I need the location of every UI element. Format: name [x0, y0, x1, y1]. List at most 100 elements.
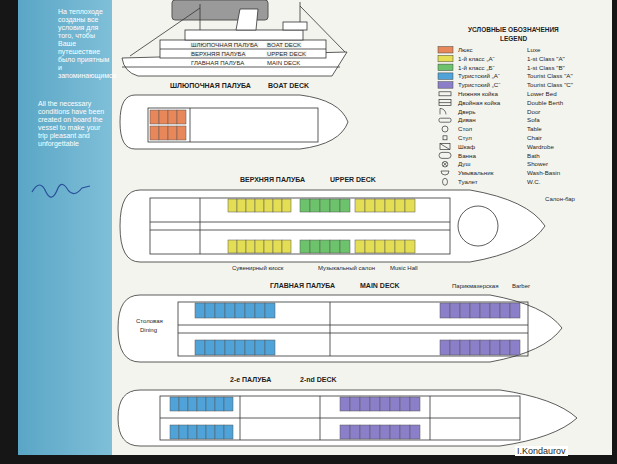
legend-symbol	[439, 100, 451, 106]
cabin-cell	[255, 199, 264, 212]
deck-name: UPPER DECK	[266, 51, 307, 57]
legend-text-en: Table	[527, 125, 542, 132]
legend-text-ru: Дверь	[458, 108, 476, 115]
intro-ru: На теплоходе созданы все условия для тог…	[58, 8, 112, 80]
legend-swatch	[438, 47, 453, 54]
cabin-cell	[245, 303, 255, 318]
deck-heading: ВЕРХНЯЯ ПАЛУБА	[240, 176, 305, 184]
legend-symbol	[439, 152, 451, 158]
cabin-cell	[245, 340, 255, 355]
cabin-cell	[330, 199, 340, 212]
cabin-cell	[340, 199, 350, 212]
cabin-cell	[282, 199, 291, 212]
cabin-cell	[360, 425, 370, 439]
legend-text-ru: Шкаф	[458, 143, 475, 150]
cabin-cell	[228, 199, 237, 212]
paper	[18, 0, 612, 455]
deck-heading: UPPER DECK	[330, 176, 376, 184]
cabin-cell	[380, 425, 390, 439]
room-label: Barber	[512, 283, 530, 290]
cabin-cell	[195, 340, 205, 355]
legend-text-en: Sofa	[527, 116, 540, 123]
cabin-cell	[365, 240, 375, 253]
cabin-cell	[265, 303, 275, 318]
cabin-cell	[188, 397, 197, 411]
deck-heading: 2-nd DECK	[300, 376, 337, 384]
legend-text-ru: Туристский „А“	[458, 72, 500, 79]
legend-symbol	[440, 144, 450, 150]
legend-swatch	[438, 73, 453, 80]
cabin-cell	[330, 240, 340, 253]
cabin-cell	[440, 303, 450, 318]
cabin-cell	[215, 340, 225, 355]
cabin-cell	[159, 126, 168, 140]
room-label: Столовая	[136, 318, 163, 325]
cabin-cell	[273, 240, 282, 253]
bed-symbol	[439, 92, 451, 96]
berth-symbol	[439, 100, 451, 106]
legend-text-ru: Люкс	[458, 46, 473, 53]
cabin-cell	[255, 240, 264, 253]
signature	[32, 184, 90, 197]
cabin-cell	[340, 425, 350, 439]
cabin-cell	[500, 303, 510, 318]
cabin-cell	[300, 199, 310, 212]
cabin-cell	[235, 303, 245, 318]
cabin-cell	[179, 425, 188, 439]
cabin-cell	[168, 126, 177, 140]
cabin-cell	[320, 240, 330, 253]
legend-text-en: Double Berth	[527, 99, 563, 106]
cabin-cell	[168, 110, 177, 124]
cabin-cell	[450, 303, 460, 318]
cabin-cell	[320, 199, 330, 212]
legend-text-en: Wardrobe	[527, 143, 554, 150]
cabin-cell	[375, 240, 385, 253]
wardrobe-symbol	[440, 144, 450, 150]
legend-swatch	[438, 64, 453, 71]
legend-text-en: Shower	[527, 160, 548, 167]
deck-name: BOAT DECK	[266, 42, 302, 48]
shower-symbol	[442, 161, 448, 167]
cabin-cell	[264, 240, 273, 253]
cabin-cell	[370, 397, 380, 411]
cabin-cell	[150, 110, 159, 124]
cabin-cell	[380, 397, 390, 411]
cabin-cell	[365, 199, 375, 212]
legend-text-en: 1-st Class "A"	[527, 55, 565, 62]
cabin-cell	[480, 340, 490, 355]
deck-heading: BOAT DECK	[268, 82, 309, 90]
legend-symbol	[440, 108, 446, 114]
cabin-cell	[450, 340, 460, 355]
sofa-symbol	[439, 118, 451, 122]
cabin-cell	[310, 199, 320, 212]
cabin-cell	[510, 340, 520, 355]
intro-en: All the necessary conditions have been c…	[38, 100, 110, 148]
legend-text-ru: 1-й класс „А“	[458, 55, 495, 62]
cabin-cell	[340, 397, 350, 411]
room-label: Music Hall	[390, 265, 418, 272]
cabin-cell	[510, 303, 520, 318]
berth-symbol	[439, 102, 451, 103]
cabin-cell	[470, 303, 480, 318]
cabin-cell	[237, 199, 246, 212]
legend-text-ru: Нижняя койка	[458, 90, 498, 97]
cabin-cell	[188, 425, 197, 439]
cabin-cell	[490, 340, 500, 355]
legend-text-ru: Ванна	[458, 152, 476, 159]
cabin-cell	[215, 303, 225, 318]
cabin-cell	[195, 303, 205, 318]
legend-text-en: Luxe	[527, 46, 540, 53]
cabin-cell	[385, 240, 395, 253]
cabin-cell	[282, 240, 291, 253]
cabin-cell	[206, 397, 215, 411]
cabin-cell	[390, 397, 400, 411]
legend-symbol	[439, 92, 451, 96]
cabin-cell	[205, 340, 215, 355]
room-label: Сувенирный киоск	[232, 265, 283, 272]
legend-text-ru: Стул	[458, 134, 472, 141]
bath-symbol	[439, 152, 451, 158]
legend-text-ru: Умывальник	[458, 169, 493, 176]
legend-symbol	[443, 178, 448, 185]
legend-text-en: Tourist Class "A"	[527, 72, 573, 79]
